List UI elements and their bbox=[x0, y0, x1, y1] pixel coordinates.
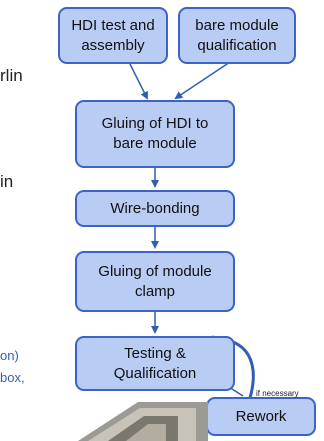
arrow-hdi-to-gluing bbox=[128, 61, 148, 100]
box-rework: Rework bbox=[206, 397, 316, 436]
cut-off-text-4: box, bbox=[0, 370, 25, 385]
box-gluing-clamp: Gluing of module clamp bbox=[75, 251, 235, 312]
cut-off-text-3: on) bbox=[0, 348, 19, 363]
cut-off-text-1: rlin bbox=[0, 66, 23, 85]
box-wire-bonding: Wire-bonding bbox=[75, 190, 235, 227]
box-hdi-test-assembly: HDI test and assembly bbox=[58, 7, 168, 64]
module-photo bbox=[78, 402, 208, 441]
box-testing-qualification: Testing & Qualification bbox=[75, 336, 235, 391]
cut-off-text-2: in bbox=[0, 172, 14, 191]
box-bare-module-qualification: bare module qualification bbox=[178, 7, 296, 64]
if-necessary-label: if necessary bbox=[256, 389, 299, 398]
arrow-bare-to-gluing bbox=[174, 61, 231, 100]
box-gluing-hdi: Gluing of HDI to bare module bbox=[75, 100, 235, 168]
